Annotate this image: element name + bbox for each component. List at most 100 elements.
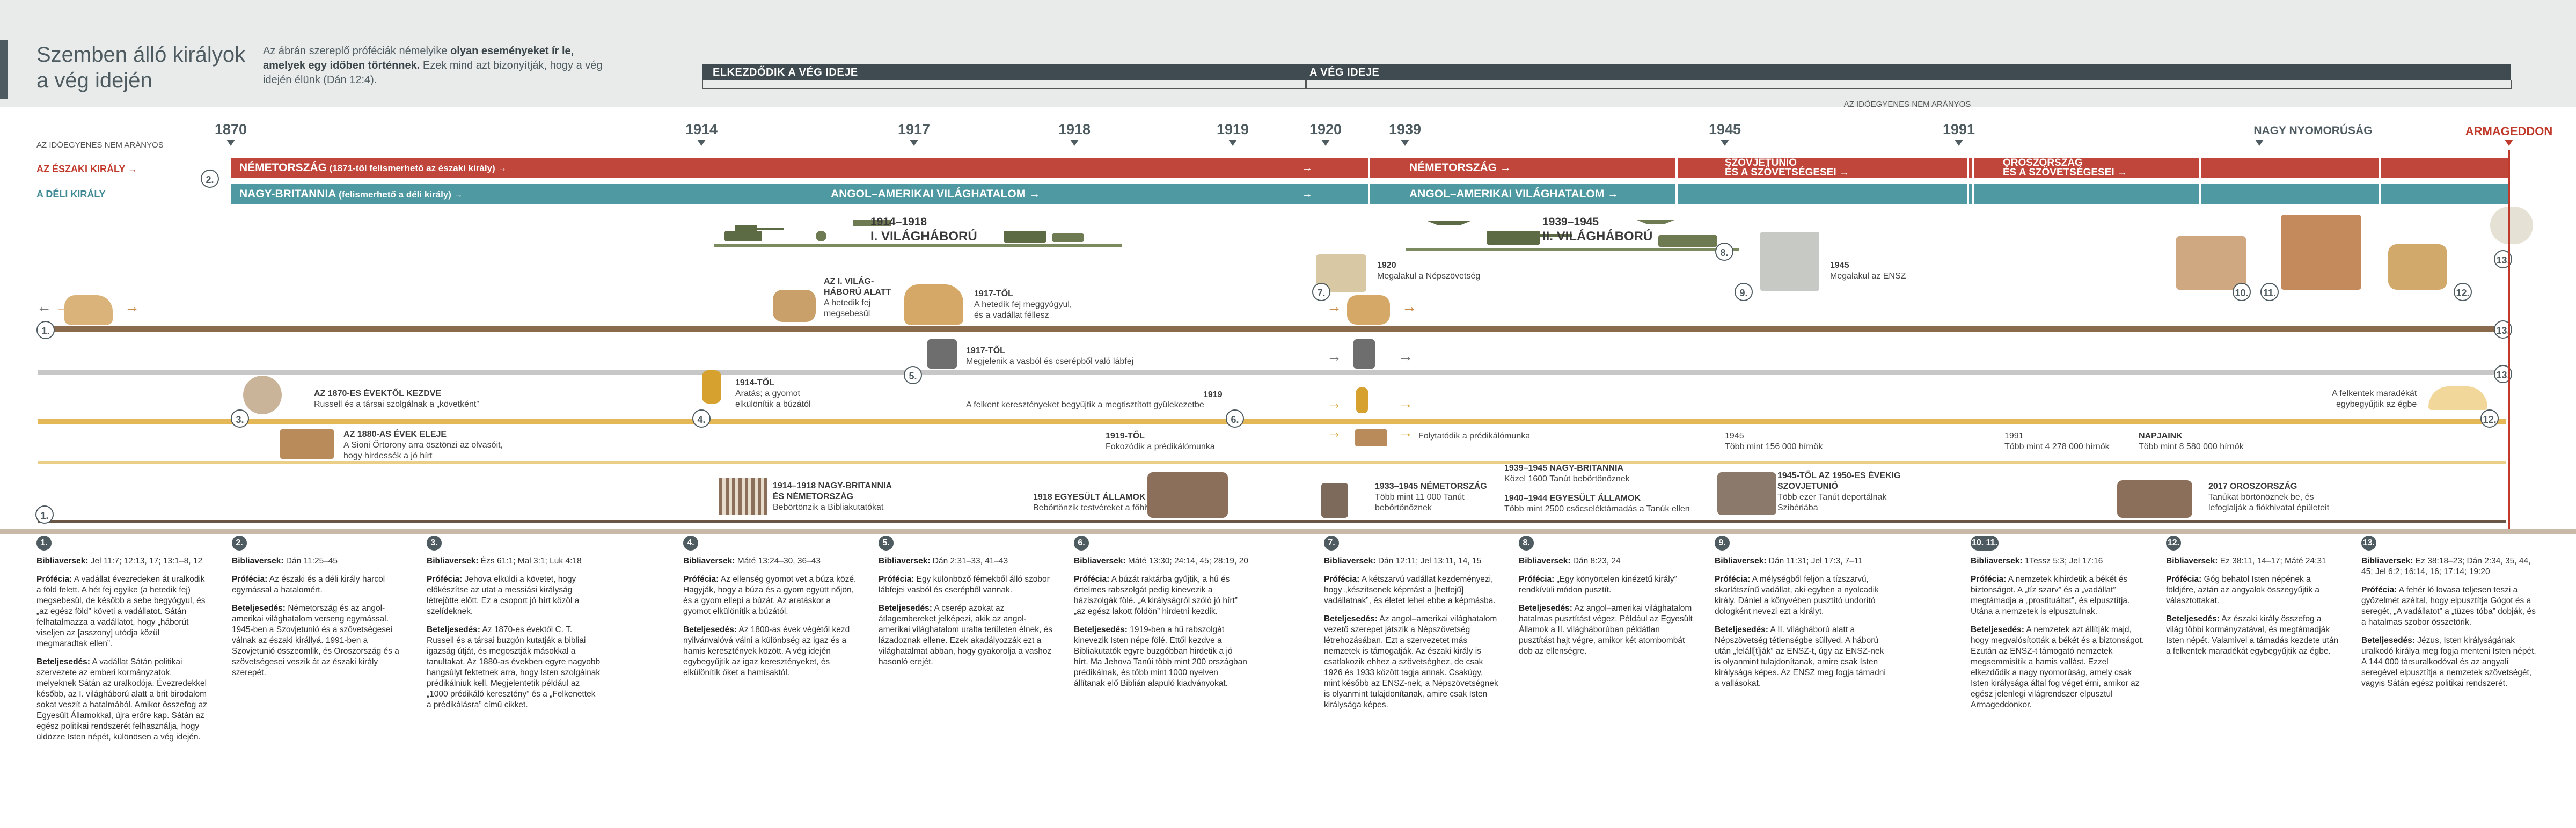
- ww1-wound-3: A hetedik fej: [824, 298, 870, 307]
- note-8-fulfillment: Beteljesedés: Az angol–amerikai világhat…: [1519, 603, 1693, 657]
- north-russia-2: ÉS A SZÖVETSÉGESEI →: [2003, 167, 2127, 178]
- harvest-3: elkülönítik a búzától: [735, 400, 811, 409]
- ww2-name: II. VILÁGHÁBORÚ: [1542, 229, 1652, 244]
- us-1940-caption: 1940–1944 EGYESÜLT ÁLLAMOK Több mint 250…: [1504, 493, 1690, 515]
- preach-arrow-1-icon: →: [1327, 424, 1342, 441]
- badge-3: 3.: [231, 409, 249, 428]
- heaven-clouds-icon: [2428, 386, 2487, 410]
- gathered-1919-year: 1919: [1203, 390, 1223, 400]
- bar-separator-1: [1368, 153, 1370, 207]
- beast-icon: [64, 295, 113, 325]
- league-caption: 1920 Megalakul a Népszövetség: [1377, 260, 1480, 282]
- gathered-year-text: 1919: [1203, 390, 1223, 399]
- south-britain: NAGY-BRITANNIA (felismerhető a déli kirá…: [239, 184, 463, 204]
- note-9: 9. Bibliaversek: Dán 11:31; Jel 17:3, 7–…: [1715, 536, 1889, 697]
- statue-timeline: [38, 370, 2506, 375]
- note-13-ref: Bibliaversek: Ez 38:18–23; Dán 2:34, 35,…: [2361, 556, 2538, 577]
- preach-1919-1: 1919-TŐL: [1106, 431, 1145, 441]
- germany-1933-2: Több mint 11 000 Tanút: [1375, 493, 1465, 502]
- note-12-ref: Bibliaversek: Ez 38:11, 14–17; Máté 24:3…: [2166, 556, 2340, 567]
- year-armageddon: ARMAGEDDON: [2465, 124, 2553, 138]
- note-2-prophecy: Prófécia: Az északi és a déli király har…: [232, 574, 406, 596]
- note-5-prophecy: Prófécia: Egy különböző fémekből álló sz…: [879, 574, 1053, 596]
- tick-great-tribulation: [2255, 140, 2264, 146]
- russia-2017-caption: 2017 OROSZORSZÁG Tanúkat börtönöznek be,…: [2208, 481, 2329, 514]
- note-6: 6. Bibliaversek: Máté 13:30; 24:14, 45; …: [1074, 536, 1248, 697]
- harvest-arrow-2-icon: →: [1398, 395, 1413, 412]
- remnant-2: egybegyűjtik az égbe: [2336, 400, 2417, 409]
- note-13-number: 13.: [2361, 536, 2376, 551]
- messenger-2: Russell és a társai szolgálnak a „követk…: [314, 400, 479, 409]
- scale-note-left: AZ IDŐEGYENES NEM ARÁNYOS: [36, 141, 164, 150]
- statue-arrow-1-icon: →: [1327, 348, 1342, 365]
- uk-germany-prison-caption: 1914–1918 NAGY-BRITANNIA ÉS NÉMETORSZÁG …: [773, 481, 892, 513]
- harvest-arrow-1-icon: →: [1327, 395, 1342, 412]
- prisoners-icon: [1147, 472, 1228, 518]
- south-king-label: A DÉLI KIRÁLY: [36, 189, 106, 200]
- note-13: 13. Bibliaversek: Ez 38:18–23; Dán 2:34,…: [2361, 536, 2538, 697]
- iron-clay-feet-2-icon: [1353, 339, 1375, 369]
- beast-arrow-icon: →: [125, 298, 140, 316]
- soviet-deport-caption: 1945-TŐL AZ 1950-ES ÉVEKIG SZOVJETUNIÓ T…: [1777, 471, 1900, 514]
- note-1-fulfillment: Beteljesedés: A vadállat Sátán politikai…: [36, 657, 211, 743]
- note-5-fulfillment: Beteljesedés: A cserép azokat az átlagem…: [879, 603, 1053, 668]
- bar-separator-4: [1972, 153, 1974, 207]
- iron-clay-feet-icon: [927, 339, 957, 369]
- uk-1939-caption: 1939–1945 NAGY-BRITANNIA Közel 1600 Tanú…: [1504, 463, 1630, 485]
- note-10-11: 10. 11. Bibliaversek: 1Tessz 5:3; Jel 17…: [1971, 536, 2145, 718]
- note-5: 5. Bibliaversek: Dán 2:31–33, 41–43 Próf…: [879, 536, 1053, 675]
- intro-text: Az ábrán szereplő próféciák némelyike ol…: [263, 44, 606, 87]
- year-1991: 1991: [1943, 121, 1975, 138]
- year-great-tribulation: NAGY NYOMORÚSÁG: [2253, 124, 2372, 137]
- publishers-now-count: Több mint 8 580 000 hírnök: [2139, 442, 2244, 451]
- north-germany-1: NÉMETORSZÁG (1871-től felismerhető az és…: [239, 158, 507, 178]
- tick-1919: [1228, 140, 1237, 146]
- white-horse-rider-icon: [2490, 207, 2533, 244]
- south-anglo-american-2: ANGOL–AMERIKAI VILÁGHATALOM →: [1409, 184, 1619, 204]
- ww1-wound-4: megsebesül: [824, 309, 870, 318]
- title-line-1: Szemben álló királyok: [36, 42, 262, 68]
- note-7-fulfillment: Beteljesedés: Az angol–amerikai világhat…: [1324, 614, 1498, 710]
- year-1920: 1920: [1309, 121, 1342, 138]
- badge-5: 5.: [904, 366, 922, 384]
- note-5-ref: Bibliaversek: Dán 2:31–33, 41–43: [879, 556, 1053, 567]
- beast-arrow-2-icon: →: [1327, 298, 1342, 316]
- note-9-ref: Bibliaversek: Dán 11:31; Jel 17:3, 7–11: [1715, 556, 1889, 567]
- religion-destroyed-icon: [2176, 236, 2246, 290]
- russia-prisoners-icon: [2117, 480, 2192, 518]
- note-7-ref: Bibliaversek: Dán 12:11; Jel 13:11, 14, …: [1324, 556, 1498, 567]
- note-4-ref: Bibliaversek: Máté 13:24–30, 36–43: [683, 556, 858, 567]
- badge-9: 9.: [1735, 283, 1753, 301]
- bible-icon: [280, 429, 334, 459]
- iron-clay-1: 1917-TŐL: [966, 346, 1005, 355]
- tick-1914: [697, 140, 706, 146]
- church-burning-icon: [2281, 215, 2361, 290]
- harvest-1: 1914-TŐL: [735, 378, 774, 387]
- league-text: Megalakul a Népszövetség: [1377, 272, 1480, 281]
- uk-germany-3: Bebörtönzik a Bibliakutatókat: [773, 503, 883, 512]
- zion-2: A Sioni Őrtorony arra ösztönzi az olvasó…: [343, 441, 503, 450]
- scale-note-top: AZ IDŐEGYENES NEM ARÁNYOS: [1305, 100, 2509, 109]
- note-3: 3. Bibliaversek: Ézs 61:1; Mal 3:1; Luk …: [427, 536, 601, 718]
- ww1-wound-caption: AZ I. VILÁG- HÁBORÚ ALATT A hetedik fej …: [824, 276, 891, 319]
- un-caption: 1945 Megalakul az ENSZ: [1830, 260, 1906, 282]
- ww1-wound-2: HÁBORÚ ALATT: [824, 288, 891, 297]
- preach-1919-2: Fokozódik a prédikálómunka: [1106, 442, 1215, 451]
- note-3-ref: Bibliaversek: Ézs 61:1; Mal 3:1; Luk 4:1…: [427, 556, 601, 567]
- germany-1933-3: bebörtönöznek: [1375, 503, 1432, 512]
- wheat-2-icon: [1356, 387, 1368, 413]
- publishers-1945-year: 1945: [1725, 431, 1744, 441]
- healed-3: és a vadállat féllesz: [974, 311, 1049, 320]
- tick-1920: [1321, 140, 1330, 146]
- note-8-number: 8.: [1519, 536, 1534, 551]
- tick-1918: [1070, 140, 1079, 146]
- tick-1939: [1401, 140, 1409, 146]
- publishers-1991-year: 1991: [2004, 431, 2024, 441]
- league-year: 1920: [1377, 261, 1396, 270]
- uk-1939-2: Közel 1600 Tanút bebörtönöznek: [1504, 474, 1630, 483]
- year-1917: 1917: [898, 121, 930, 138]
- badge-4: 4.: [692, 409, 711, 428]
- beast-timeline: [38, 326, 2506, 332]
